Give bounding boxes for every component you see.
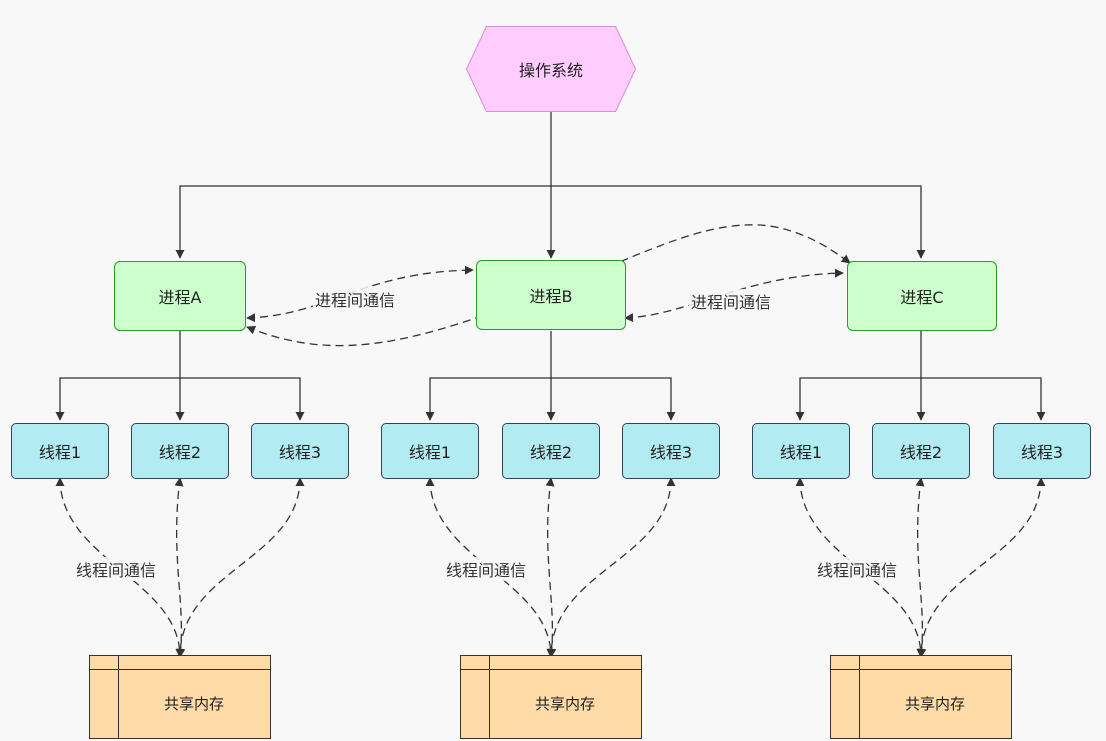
edge-c-to-thread-3 — [921, 377, 1046, 421]
itc-edge-b-3 — [546, 477, 676, 658]
itc-label-a: 线程间通信 — [74, 557, 159, 581]
memory-header-line — [831, 669, 1011, 670]
memory-side-line — [859, 656, 860, 738]
thread-label: 线程1 — [408, 443, 452, 462]
thread-label: 线程2 — [158, 443, 202, 462]
thread-node-b-2[interactable]: 线程2 — [502, 423, 600, 479]
thread-label: 线程1 — [38, 443, 82, 462]
process-a-label: 进程A — [158, 288, 202, 307]
shared-memory-c[interactable]: 共享内存 — [830, 655, 1012, 739]
itc-edge-a-2 — [174, 477, 186, 658]
process-c-label: 进程C — [900, 288, 944, 307]
itc-edge-a-3 — [175, 477, 305, 658]
thread-label: 线程3 — [278, 443, 322, 462]
edge-b-to-thread-3 — [551, 377, 676, 421]
shared-memory-label: 共享内存 — [904, 694, 965, 713]
thread-node-a-2[interactable]: 线程2 — [131, 423, 229, 479]
memory-header-line — [461, 669, 641, 670]
memory-side-line — [489, 656, 490, 738]
os-node-label: 操作系统 — [518, 61, 583, 80]
itc-edge-a-1 — [55, 477, 185, 658]
process-to-thread-edges — [55, 331, 1046, 421]
thread-node-c-1[interactable]: 线程1 — [752, 423, 850, 479]
edge-os-to-process-a — [175, 185, 551, 259]
thread-node-c-2[interactable]: 线程2 — [872, 423, 970, 479]
itc-edge-b-2 — [545, 477, 557, 658]
thread-label: 线程2 — [899, 443, 943, 462]
process-node-b[interactable]: 进程B — [476, 260, 626, 330]
process-node-c[interactable]: 进程C — [847, 261, 997, 331]
itc-label-b: 线程间通信 — [444, 557, 529, 581]
ipc-label-a-b: 进程间通信 — [313, 287, 398, 311]
thread-node-b-1[interactable]: 线程1 — [381, 423, 479, 479]
memory-side-line — [118, 656, 119, 738]
thread-label: 线程3 — [649, 443, 693, 462]
os-node[interactable]: 操作系统 — [466, 26, 636, 112]
itc-edge-c-1 — [795, 477, 926, 658]
edge-a-to-thread-3 — [180, 377, 305, 421]
thread-node-a-1[interactable]: 线程1 — [11, 423, 109, 479]
thread-node-a-3[interactable]: 线程3 — [251, 423, 349, 479]
thread-label: 线程3 — [1020, 443, 1064, 462]
memory-header-line — [90, 669, 270, 670]
os-to-process-edges — [175, 112, 926, 259]
thread-label: 线程1 — [779, 443, 823, 462]
itc-edge-c-3 — [916, 477, 1046, 658]
thread-node-c-3[interactable]: 线程3 — [993, 423, 1091, 479]
thread-label: 线程2 — [529, 443, 573, 462]
itc-edges — [55, 477, 1046, 658]
process-node-a[interactable]: 进程A — [114, 261, 246, 331]
edge-c-to-thread-1 — [795, 377, 921, 421]
thread-node-b-3[interactable]: 线程3 — [622, 423, 720, 479]
itc-edge-b-1 — [425, 477, 556, 658]
edge-a-to-thread-1 — [55, 377, 180, 421]
edge-b-to-thread-1 — [425, 377, 551, 421]
shared-memory-label: 共享内存 — [534, 694, 595, 713]
itc-edge-c-2 — [915, 477, 927, 658]
edge-os-to-process-c — [551, 185, 926, 259]
shared-memory-b[interactable]: 共享内存 — [460, 655, 642, 739]
process-b-label: 进程B — [529, 287, 573, 306]
shared-memory-label: 共享内存 — [163, 694, 224, 713]
shared-memory-a[interactable]: 共享内存 — [89, 655, 271, 739]
itc-label-c: 线程间通信 — [815, 557, 900, 581]
ipc-label-b-c: 进程间通信 — [689, 289, 774, 313]
